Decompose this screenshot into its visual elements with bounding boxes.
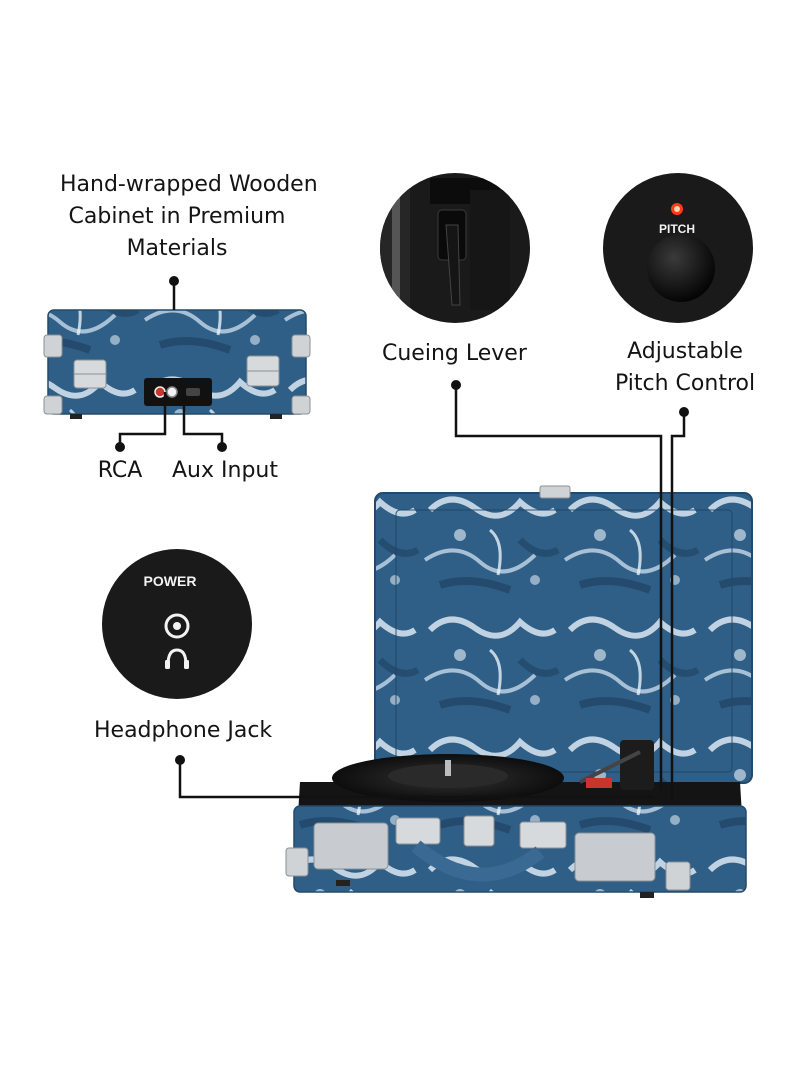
pitch-control-callout: Adjustable Pitch Control <box>615 336 755 400</box>
headphone-detail: POWER <box>102 549 252 699</box>
pitch-callout-line-2: Pitch Control <box>615 371 756 396</box>
cabinet-callout: Hand-wrapped Wooden Cabinet in Premium M… <box>60 169 318 265</box>
cabinet-pointer <box>169 276 179 310</box>
rca-label: RCA <box>97 458 143 483</box>
pitch-knob <box>647 234 715 302</box>
headphone-pointer <box>175 755 652 799</box>
cabinet-callout-line-2: Cabinet in Premium <box>68 204 286 229</box>
aux-input-label: Aux Input <box>172 458 278 483</box>
aux-pointer <box>182 392 227 452</box>
cueing-pointer <box>451 380 663 790</box>
rca-pointer <box>115 392 167 452</box>
closed-case <box>43 309 311 419</box>
power-jack-icon <box>164 613 190 639</box>
headphone-jack-label: Headphone Jack <box>94 718 273 743</box>
cabinet-callout-line-1: Hand-wrapped Wooden <box>60 172 318 197</box>
pitch-control-detail: PITCH <box>603 173 753 323</box>
cueing-lever-detail <box>380 173 530 323</box>
pitch-pointer <box>670 407 689 800</box>
headphone-icon <box>165 648 189 669</box>
open-turntable <box>285 485 753 898</box>
pitch-circle-text: PITCH <box>659 222 695 236</box>
power-circle-text: POWER <box>144 573 197 589</box>
pitch-callout-line-1: Adjustable <box>627 339 743 364</box>
cueing-lever-label: Cueing Lever <box>382 341 527 366</box>
cabinet-callout-line-3: Materials <box>126 236 228 261</box>
